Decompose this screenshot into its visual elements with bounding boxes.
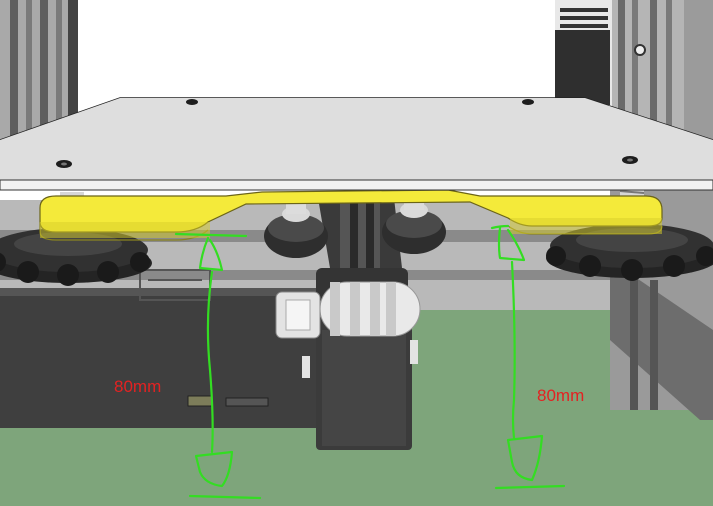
v-roller-wheel-right bbox=[382, 194, 446, 254]
measurement-arrow-right bbox=[490, 224, 566, 490]
right-measurement-label: 80mm bbox=[537, 386, 585, 405]
measurement-arrow-left bbox=[174, 232, 262, 500]
y-carriage-front-block bbox=[316, 268, 421, 450]
v-roller-wheel-left bbox=[264, 198, 328, 258]
bed-carriage bbox=[39, 189, 663, 241]
tensioner-knob bbox=[275, 291, 418, 378]
bed-screw-back-right bbox=[522, 99, 534, 105]
bed-screw-back-left bbox=[186, 99, 198, 105]
y-axis-rail bbox=[318, 198, 402, 268]
heated-bed-plate bbox=[0, 97, 713, 191]
cooling-vent bbox=[560, 8, 608, 28]
leveling-knob-right bbox=[546, 224, 713, 281]
left-measurement-label: 80mm bbox=[114, 377, 162, 396]
electronics-case bbox=[0, 269, 325, 428]
